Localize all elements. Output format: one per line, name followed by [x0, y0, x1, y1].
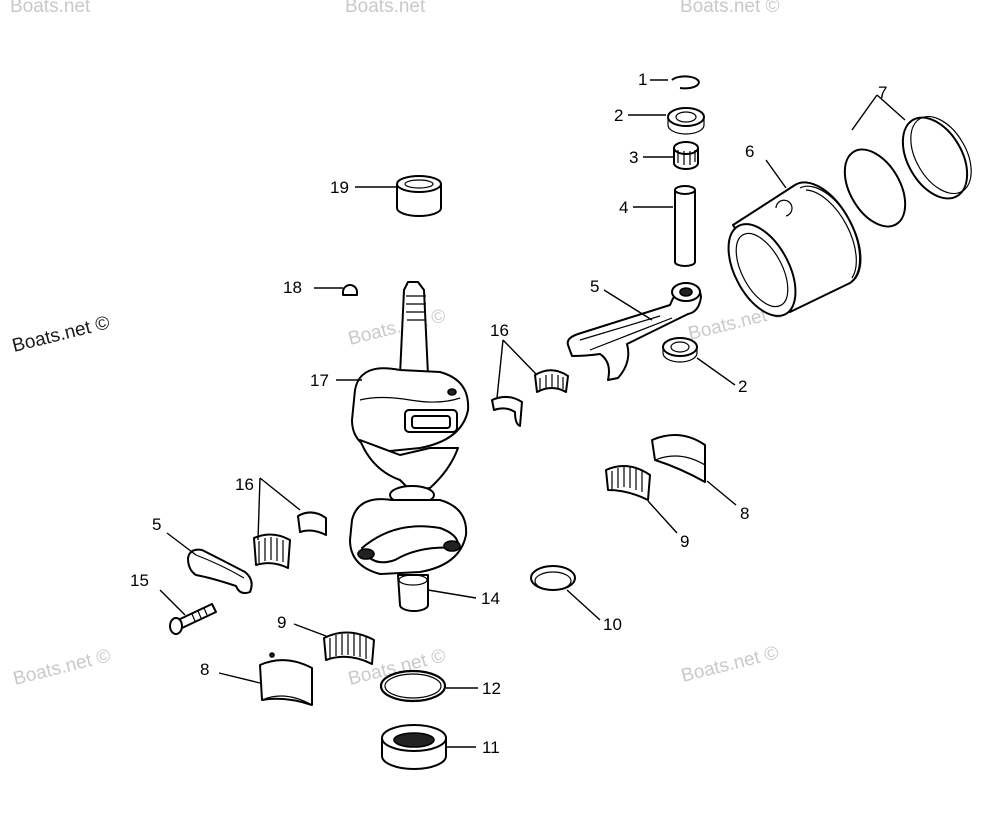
callout-label: 6 [745, 142, 754, 161]
part-crankshaft [349, 281, 470, 612]
callout-label: 3 [629, 148, 638, 167]
part-bearing-cage-upper [491, 369, 569, 427]
part-connecting-rod [566, 282, 702, 381]
callout-label: 12 [482, 679, 501, 698]
callout-label: 5 [590, 277, 599, 296]
watermark: Boats.net © [679, 642, 781, 686]
part-bearing-race-lower [259, 652, 313, 706]
watermark-main: Boats.net © [10, 312, 112, 356]
part-retaining-ring-lower [530, 565, 576, 591]
part-needle-bearing [673, 141, 699, 170]
part-thrust-washer-top [667, 107, 705, 135]
callout-label: 2 [614, 106, 623, 125]
part-bearing-cage-lower [253, 511, 327, 569]
part-cap-screw [169, 603, 217, 635]
part-woodruff-key [342, 284, 358, 296]
part-bearing-half-lower [323, 631, 375, 665]
part-piston-pin [674, 185, 696, 267]
callout-label: 10 [603, 615, 622, 634]
callout-label: 16 [490, 321, 509, 340]
part-retaining-ring [671, 75, 700, 90]
callout-label: 8 [200, 660, 209, 679]
leader-lines [159, 79, 906, 748]
callout-label: 1 [638, 70, 647, 89]
callout-label: 19 [330, 178, 349, 197]
callout-label: 7 [878, 83, 887, 102]
part-bushing [396, 175, 442, 217]
callout-label: 2 [738, 377, 747, 396]
part-oil-seal [381, 724, 447, 770]
watermark: Boats.net © [680, 0, 780, 17]
callout-label: 15 [130, 571, 149, 590]
part-thrust-washer-lower [662, 337, 698, 363]
part-o-ring [379, 669, 447, 703]
callout-label: 9 [277, 613, 286, 632]
callout-label: 18 [283, 278, 302, 297]
watermark: Boats.net © [346, 305, 448, 349]
watermark: Boats.net © [11, 645, 113, 689]
callout-label: 16 [235, 475, 254, 494]
watermark: Boats.net [10, 0, 91, 17]
callout-labels: 1 2 3 4 6 7 5 2 19 18 16 17 8 9 16 5 15 … [130, 70, 887, 757]
part-bearing-race-right [651, 434, 706, 483]
callout-label: 14 [481, 589, 500, 608]
part-bearing-cap [187, 548, 253, 595]
callout-label: 9 [680, 532, 689, 551]
part-bearing-half-right [605, 465, 651, 501]
part-piston [727, 181, 862, 317]
callout-label: 11 [482, 738, 500, 757]
callout-label: 5 [152, 515, 161, 534]
part-piston-rings [843, 115, 972, 228]
callout-label: 4 [619, 198, 628, 217]
watermark: Boats.net [345, 0, 426, 17]
callout-label: 8 [740, 504, 749, 523]
callout-label: 17 [310, 371, 329, 390]
